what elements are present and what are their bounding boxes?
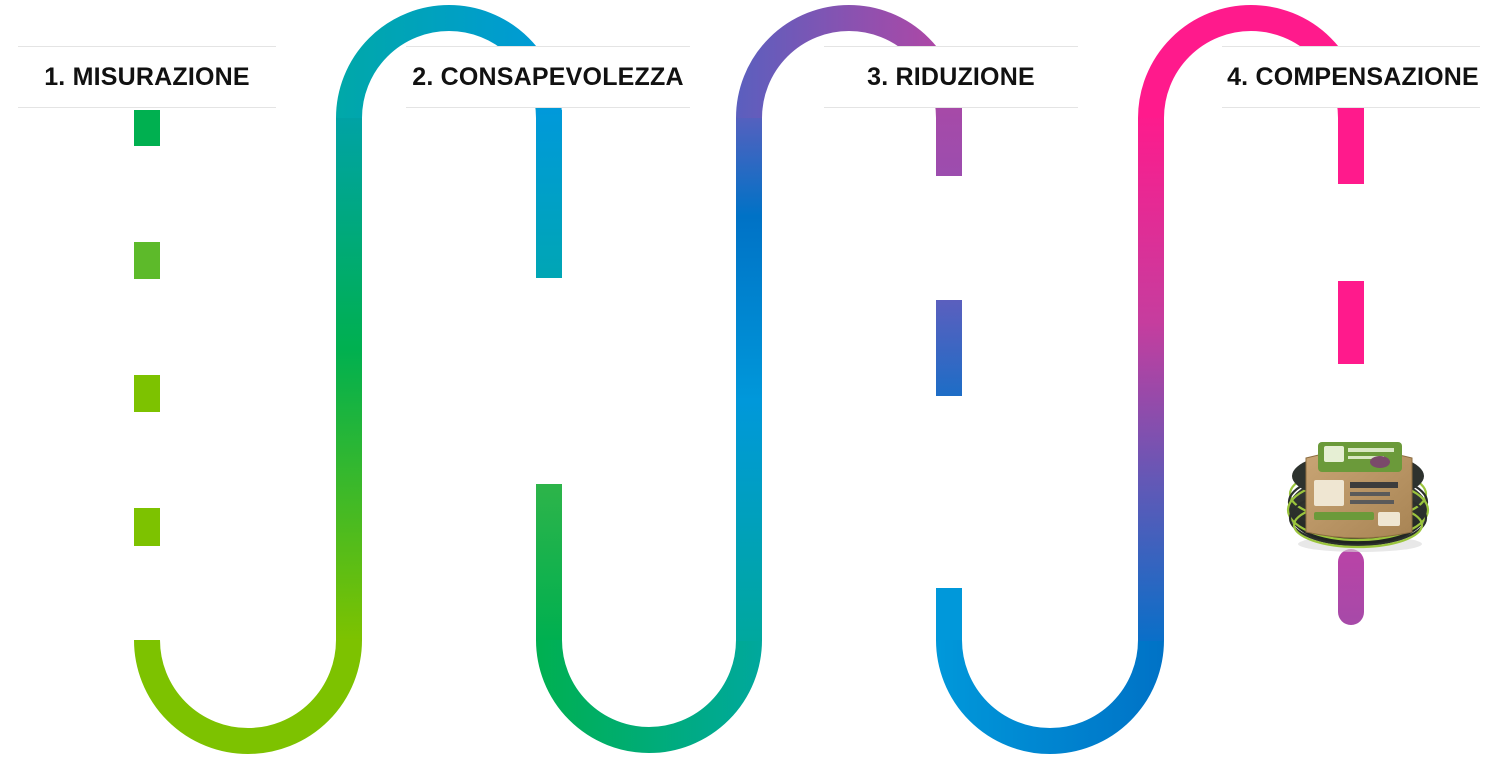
step-header-measurement: 1. MISURAZIONE — [18, 46, 276, 108]
step-header-compensation: 4. COMPENSAZIONE — [1222, 46, 1480, 108]
hose-segment — [134, 639, 362, 754]
step-header-reduction: 3. RIDUZIONE — [824, 46, 1078, 108]
garden-hose-reel-icon — [1286, 442, 1430, 552]
step-title: 4. COMPENSAZIONE — [1227, 62, 1479, 91]
hose-segment — [936, 639, 1164, 754]
hose-segment — [536, 639, 762, 753]
step-title: 3. RIDUZIONE — [867, 62, 1035, 91]
step-title: 1. MISURAZIONE — [44, 62, 250, 91]
step-header-awareness: 2. CONSAPEVOLEZZA — [406, 46, 690, 108]
step-title: 2. CONSAPEVOLEZZA — [412, 62, 684, 91]
